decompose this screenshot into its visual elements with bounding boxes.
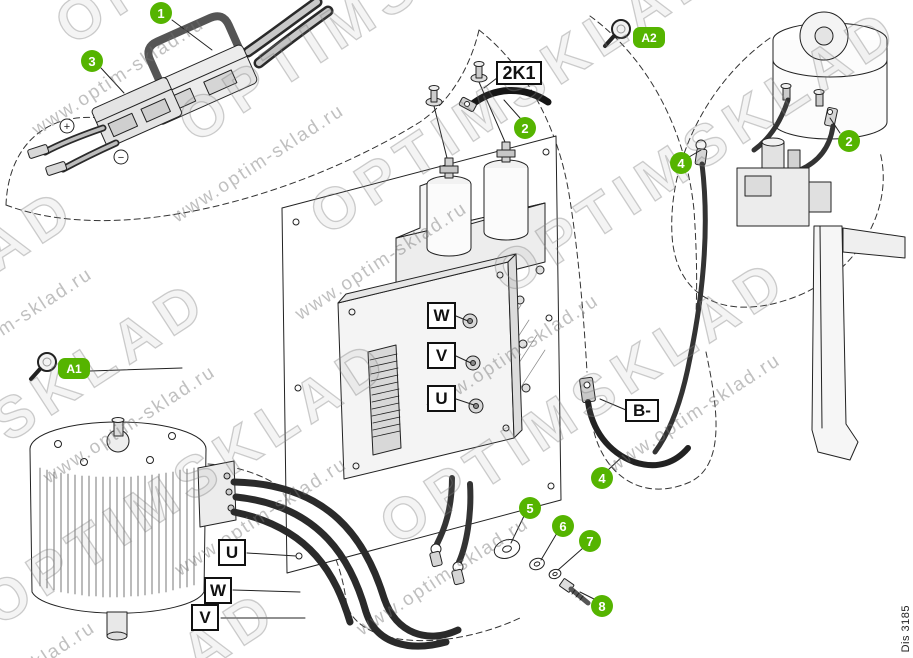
callout-7: 7	[579, 530, 601, 552]
callout-4-pump: 4	[670, 152, 692, 174]
callout-5: 5	[519, 497, 541, 519]
hydraulic-pump-unit	[652, 11, 906, 461]
callout-a2: A2	[633, 27, 665, 48]
polarity-symbols: + −	[59, 118, 129, 165]
magnifier-icon-a1	[29, 352, 57, 381]
label-contactor-2k1: 2K1	[496, 61, 542, 85]
label-motor-terminal-u: U	[218, 539, 246, 566]
callout-a1: A1	[58, 358, 90, 379]
callout-2-pump-cable: 2	[838, 130, 860, 152]
callout-3: 3	[81, 50, 103, 72]
plus-symbol: +	[64, 121, 70, 133]
doc-ref: Dis 3185	[900, 604, 912, 652]
minus-symbol: −	[118, 152, 124, 164]
label-controller-terminal-v: V	[427, 342, 456, 369]
label-motor-terminal-v: V	[191, 604, 219, 631]
label-battery-minus: B-	[625, 399, 659, 422]
motor-cables	[230, 475, 474, 650]
label-controller-terminal-w: W	[427, 302, 456, 329]
auxiliary-connector	[27, 77, 183, 176]
drive-motor	[29, 417, 237, 641]
label-motor-terminal-w: W	[204, 577, 232, 604]
battery-minus-terminal	[579, 376, 691, 469]
callout-4-cable: 4	[591, 467, 613, 489]
callout-8: 8	[591, 595, 613, 617]
fastener-parts	[493, 539, 591, 606]
motor-controller	[337, 253, 523, 480]
callout-2-contactor-cable: 2	[514, 117, 536, 139]
label-controller-terminal-u: U	[427, 385, 456, 412]
callout-6: 6	[552, 515, 574, 537]
magnifier-icon-a2	[603, 19, 631, 48]
callout-1: 1	[150, 2, 172, 24]
